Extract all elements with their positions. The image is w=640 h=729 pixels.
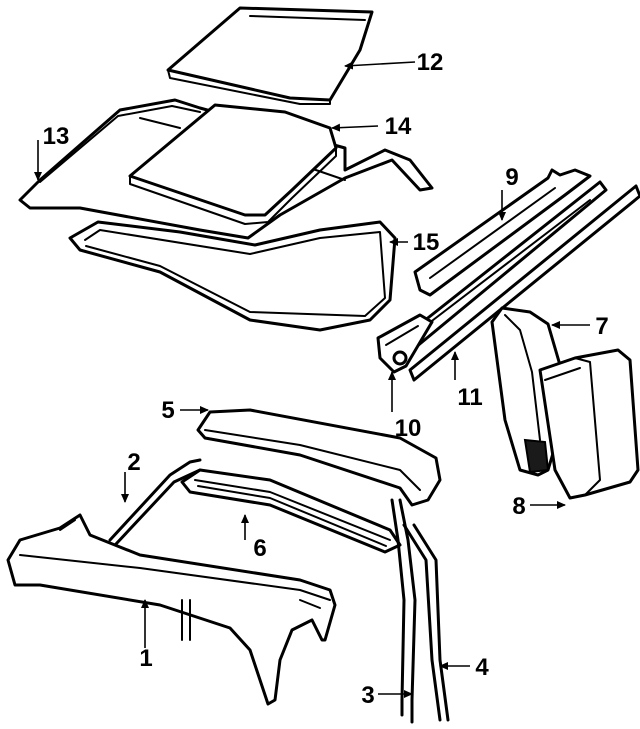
part-4-pillar-seal xyxy=(402,523,450,722)
callout-12: 12 xyxy=(417,49,444,76)
part-10-rail-end xyxy=(376,313,434,374)
callout-10: 10 xyxy=(395,415,422,442)
callout-7: 7 xyxy=(595,313,608,340)
part-11-rail xyxy=(398,180,640,382)
part-9-rail xyxy=(413,168,592,297)
part-6-inner-channel xyxy=(180,468,402,554)
part-14-sunroof-panel xyxy=(128,103,338,225)
part-2-weatherstrip xyxy=(108,458,202,546)
callout-8: 8 xyxy=(512,493,525,520)
part-12-glass-panel xyxy=(166,6,374,105)
callout-5: 5 xyxy=(161,397,174,424)
callout-4: 4 xyxy=(475,654,489,681)
callout-9: 9 xyxy=(505,164,518,191)
callout-labels: 1 2 3 4 5 6 7 8 9 10 11 12 13 14 15 xyxy=(43,49,609,709)
callout-11: 11 xyxy=(457,384,482,411)
callout-3: 3 xyxy=(361,682,374,709)
part-15-seal-ring xyxy=(68,220,397,332)
part-3-pillar-seal xyxy=(390,498,417,724)
callout-2: 2 xyxy=(127,449,140,476)
callout-1: 1 xyxy=(139,645,152,672)
callout-15: 15 xyxy=(413,229,440,256)
part-8-pillar-trim xyxy=(538,348,640,500)
leader-14 xyxy=(331,123,379,132)
part-1-roof-panel xyxy=(6,513,337,706)
leader-12 xyxy=(344,61,416,70)
callout-13: 13 xyxy=(43,123,70,150)
callout-6: 6 xyxy=(253,535,266,562)
leader-lines xyxy=(34,61,590,698)
part-5-front-header xyxy=(196,408,442,507)
callout-14: 14 xyxy=(385,113,412,140)
